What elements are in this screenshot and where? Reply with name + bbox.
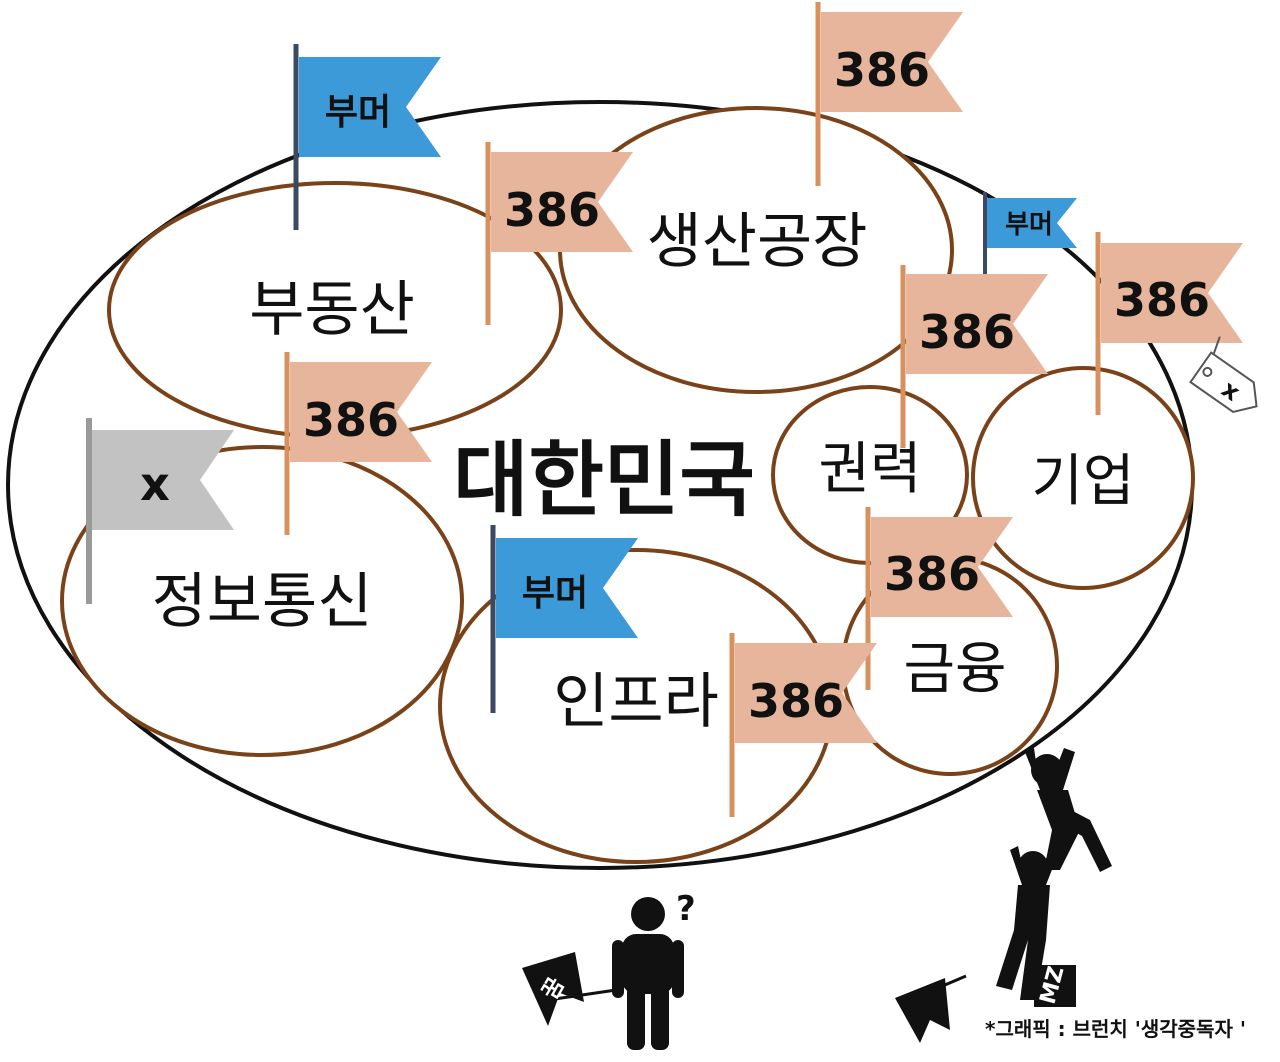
svg-text:386: 386 (884, 547, 980, 601)
flag-none: x (86, 418, 234, 604)
svg-text:x: x (140, 457, 170, 511)
flag-386-telecom: 386 (284, 352, 432, 535)
svg-text:386: 386 (504, 183, 600, 237)
svg-text:?: ? (676, 889, 696, 929)
flag-parents-small: 부머 (983, 192, 1077, 282)
svg-text:386: 386 (1114, 273, 1210, 327)
dropped-flag-black (895, 974, 967, 1043)
flag-386-power: 386 (900, 265, 1048, 448)
label-real-estate: 부동산 (249, 275, 415, 345)
svg-text:부머: 부머 (1005, 210, 1053, 240)
svg-text:386: 386 (303, 393, 399, 447)
svg-text:부머: 부머 (522, 573, 588, 614)
price-tag-icon: x (1189, 336, 1258, 413)
flag-386-factory: 386 (815, 2, 963, 186)
confused-person-icon: ? (612, 889, 696, 1050)
svg-text:386: 386 (919, 305, 1015, 359)
label-power: 권력 (818, 437, 921, 502)
label-company: 기업 (1031, 449, 1134, 514)
flag-386-real-estate: 386 (485, 142, 633, 325)
flag-386-finance: 386 (865, 507, 1013, 690)
label-telecom: 정보통신 (152, 567, 373, 637)
svg-text:부머: 부머 (325, 92, 391, 133)
label-factory: 생산공장 (647, 207, 868, 277)
country-label: 대한민국 (453, 433, 755, 528)
region-company (971, 366, 1195, 590)
svg-text:386: 386 (834, 43, 930, 97)
graphic-credit: *그래픽 : 브런치 '생각중독자 ' (985, 1017, 1246, 1041)
svg-text:386: 386 (748, 674, 844, 728)
label-finance: 금융 (903, 637, 1006, 702)
dropped-flag-dream: 꿈 (522, 952, 617, 1026)
flag-parents-infra: 부머 (490, 525, 638, 713)
flag-386-company: 386 (1095, 232, 1243, 415)
flag-386-infra: 386 (729, 633, 877, 817)
flag-parents-real-estate: 부머 (293, 44, 441, 230)
label-infra: 인프라 (553, 667, 719, 737)
climbing-people-icon: MZ (996, 748, 1112, 1007)
